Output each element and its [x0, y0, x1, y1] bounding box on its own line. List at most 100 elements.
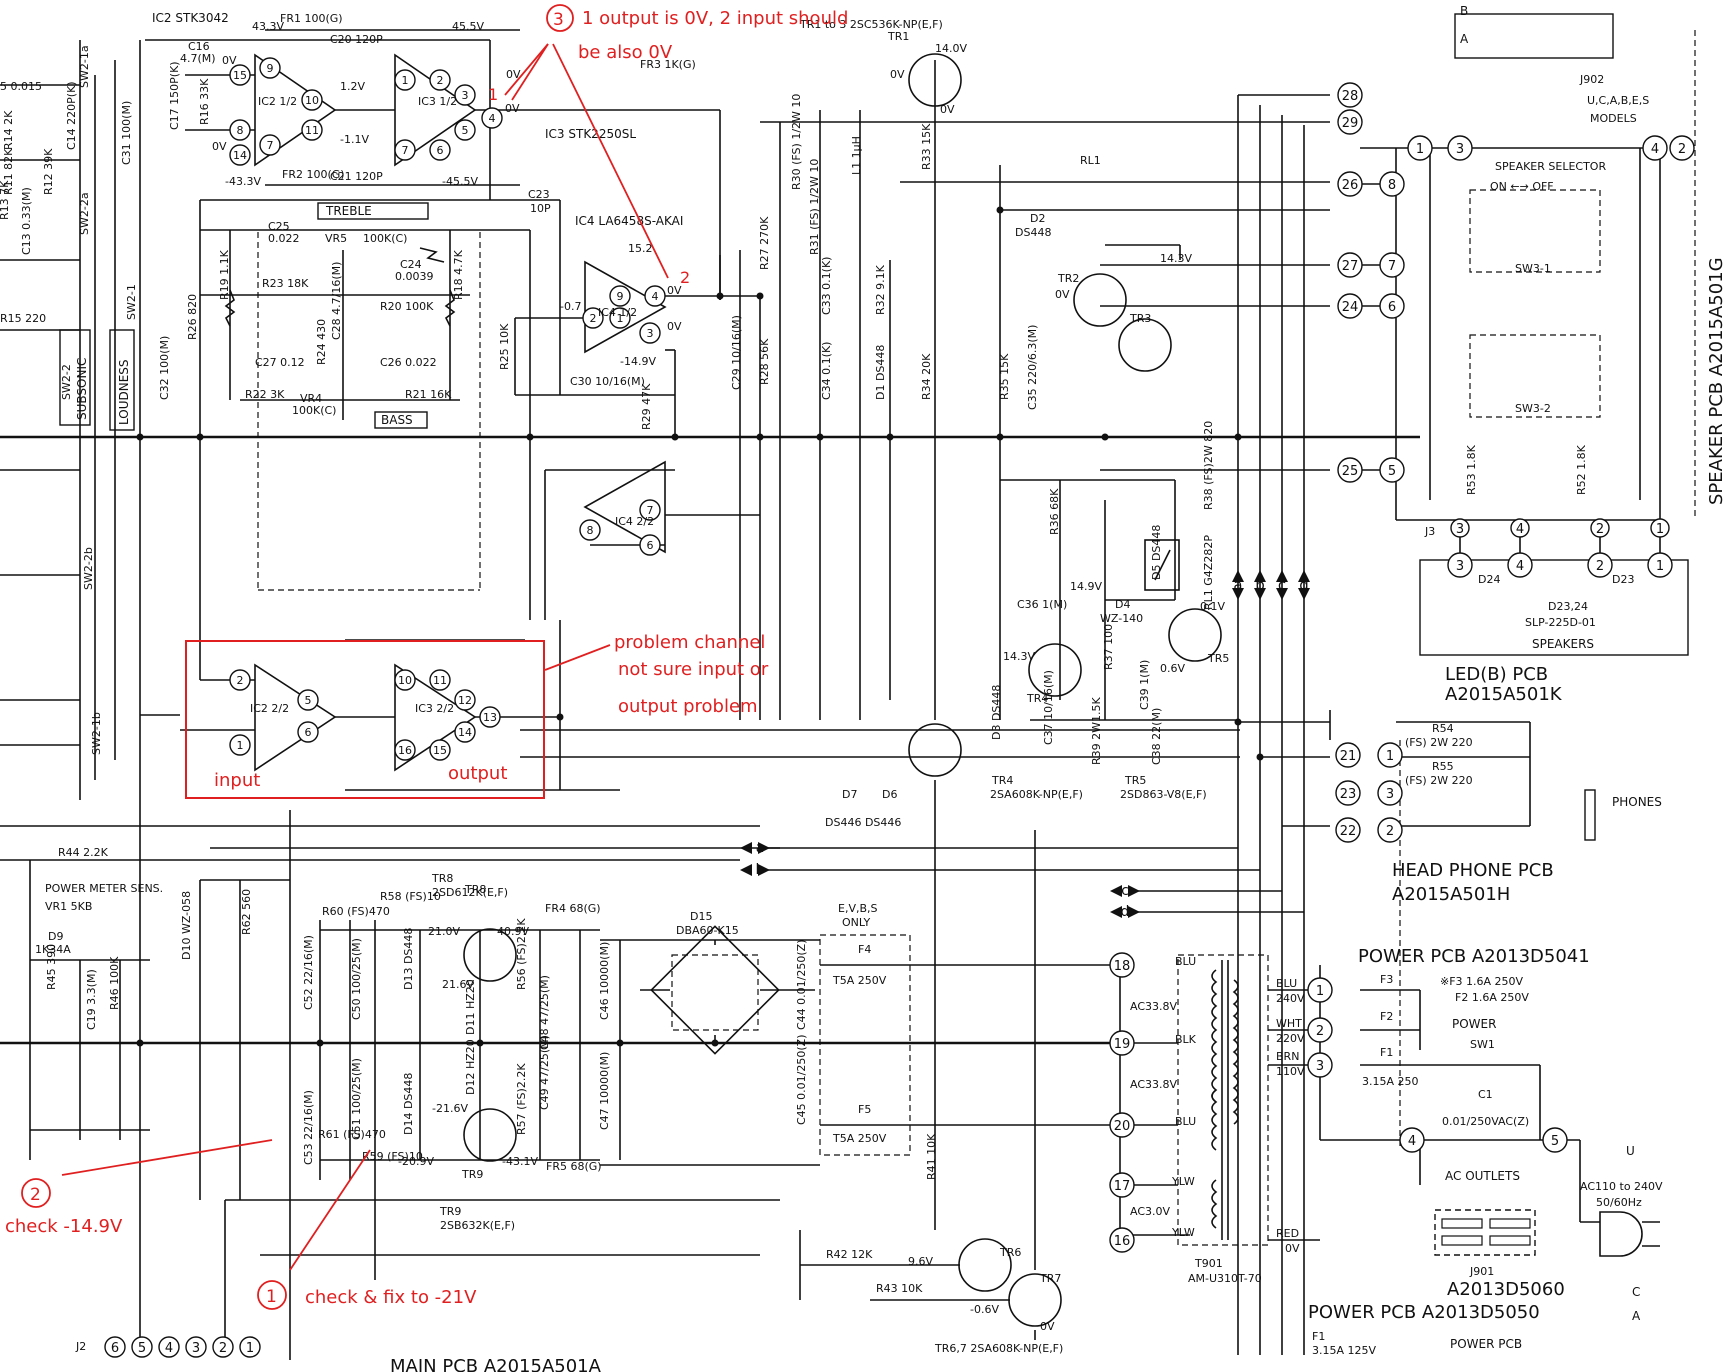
ic-pin [301, 119, 323, 141]
ic2-half1-label: IC2 1/2 [258, 95, 297, 108]
ic-pin [394, 69, 416, 91]
note2-number: 2 [30, 1185, 41, 1205]
treble-label: TREBLE [325, 204, 372, 218]
ic-pin [394, 139, 416, 161]
c25v: 0.022 [268, 232, 300, 245]
rl1: RL1 [1080, 154, 1101, 167]
d14-label: D14 DS448 [402, 1073, 415, 1135]
c24v: 0.0039 [395, 270, 434, 283]
f5v: T5A 250V [832, 1132, 887, 1145]
pin-circle [1647, 552, 1673, 578]
c20: C20 120P [330, 33, 383, 46]
slp-label: SLP-225D-01 [1525, 616, 1596, 629]
power-pcb-a-title: POWER PCB A2013D5050 [1308, 1302, 1540, 1323]
pin-circle [1377, 817, 1403, 843]
c50-label: C50 100/25(M) [350, 938, 363, 1020]
headphone-pcb-title: HEAD PHONE PCB [1392, 860, 1554, 881]
left-switch-area [0, 40, 135, 800]
v-14-3: 14.3V [1160, 252, 1192, 265]
r58: R58 (FS)10 [380, 890, 441, 903]
pin-number: 3 [1316, 1059, 1324, 1074]
ic-pin [259, 134, 281, 156]
pin-number: 27 [1342, 259, 1359, 274]
pin-circle [1447, 552, 1473, 578]
d7: D7 [842, 788, 857, 801]
v220-label: 220V [1276, 1032, 1305, 1045]
j2-pin [131, 1336, 153, 1358]
pin-circle [1407, 135, 1433, 161]
note3-number: 3 [553, 10, 564, 30]
t901v-label: AM-U310T-70 [1188, 1272, 1262, 1285]
j2-pin [212, 1336, 234, 1358]
c46-label: C46 10000(M) [598, 942, 611, 1020]
headphone-pcb-pins: 132 [1377, 742, 1403, 843]
d4: D4 [1115, 598, 1130, 611]
ic-pin-number: 15 [233, 69, 247, 82]
blu-label-1: BLU [1175, 955, 1196, 968]
r55v-label: (FS) 2W 220 [1405, 774, 1473, 787]
pin-number: 21 [1340, 749, 1357, 764]
models2-label: MODELS [1590, 112, 1637, 125]
ic-pin [429, 739, 451, 761]
ic-pin-number: 10 [305, 94, 319, 107]
d15v: DBA60-K15 [676, 924, 739, 937]
c45-label: C45 0.01/250(Z) [795, 1035, 808, 1126]
ic-pin-number: 4 [652, 290, 659, 303]
c44-label: C44 0.01/250(Z) [795, 940, 808, 1031]
bus-letter-arrow: b [756, 862, 765, 878]
pin-number: 1 [1386, 749, 1394, 764]
v-m21-6: -21.6V [432, 1102, 468, 1115]
j2-pin [185, 1336, 207, 1358]
tr9: TR9 [461, 1168, 483, 1181]
transformer-t901 [1119, 954, 1660, 1257]
pin-number: 1 [1416, 142, 1424, 157]
v-m43-1: -43.1V [502, 1155, 538, 1168]
r30-label: R30 (FS) 1/2W 10 [790, 94, 803, 190]
v-45-5: 45.5V [452, 20, 484, 33]
pin-number: 26 [1342, 178, 1359, 193]
c38-label: C38 22(M) [1150, 708, 1163, 765]
pin-number: 25 [1342, 464, 1359, 479]
vr5v: 100K(C) [363, 232, 407, 245]
r29-label: R29 47K [640, 383, 653, 430]
r33-label: R33 15K [920, 123, 933, 170]
pin-circle [1335, 817, 1361, 843]
ic-pin-number: 5 [462, 124, 469, 137]
l1-label: L1 1µH [850, 136, 863, 175]
v-m20-9: -20.9V [398, 1155, 434, 1168]
problem-text-3: output problem [618, 696, 758, 717]
pin-circle [1109, 1030, 1135, 1056]
ic-pin-number: 2 [590, 312, 597, 325]
r23: R23 18K [262, 277, 309, 290]
ic-pin [609, 307, 631, 329]
speaker-selector-area [1395, 13, 1696, 1150]
ic-pin [229, 734, 251, 756]
r44: R44 2.2K [58, 846, 109, 859]
ic3-half1-label: IC3 1/2 [418, 95, 457, 108]
ic-pin [394, 669, 416, 691]
pcb-labels: SPEAKER PCB A2015A501G LED(B) PCB A2015A… [75, 4, 1727, 1372]
sw3-2-label: SW3-2 [1515, 402, 1551, 415]
d24-label: D24 [1478, 573, 1500, 586]
v-14-3b: 14.3V [1003, 650, 1035, 663]
junction-nodes [136, 206, 1264, 1047]
r14-label: R14 2K [2, 110, 15, 150]
j2-pin-number: 5 [138, 1341, 146, 1356]
r54v-label: (FS) 2W 220 [1405, 736, 1473, 749]
ic-pin [301, 89, 323, 111]
c27: C27 0.12 [255, 356, 305, 369]
box-b-label: B [1460, 4, 1468, 18]
tr2: TR2 [1057, 272, 1079, 285]
vr4: VR4 [300, 392, 322, 405]
c53-label: C53 22/16(M) [302, 1090, 315, 1165]
pin-circle [1109, 952, 1135, 978]
ic4-half1 [514, 60, 936, 720]
j2-pin-number: 1 [246, 1341, 254, 1356]
r32-label: R32 9.1K [874, 264, 887, 315]
r36-label: R36 68K [1048, 488, 1061, 535]
v-0-e: 0V [667, 284, 682, 297]
ac-outlets-label: AC OUTLETS [1445, 1169, 1520, 1183]
r11-label: R11 82K [2, 148, 15, 195]
